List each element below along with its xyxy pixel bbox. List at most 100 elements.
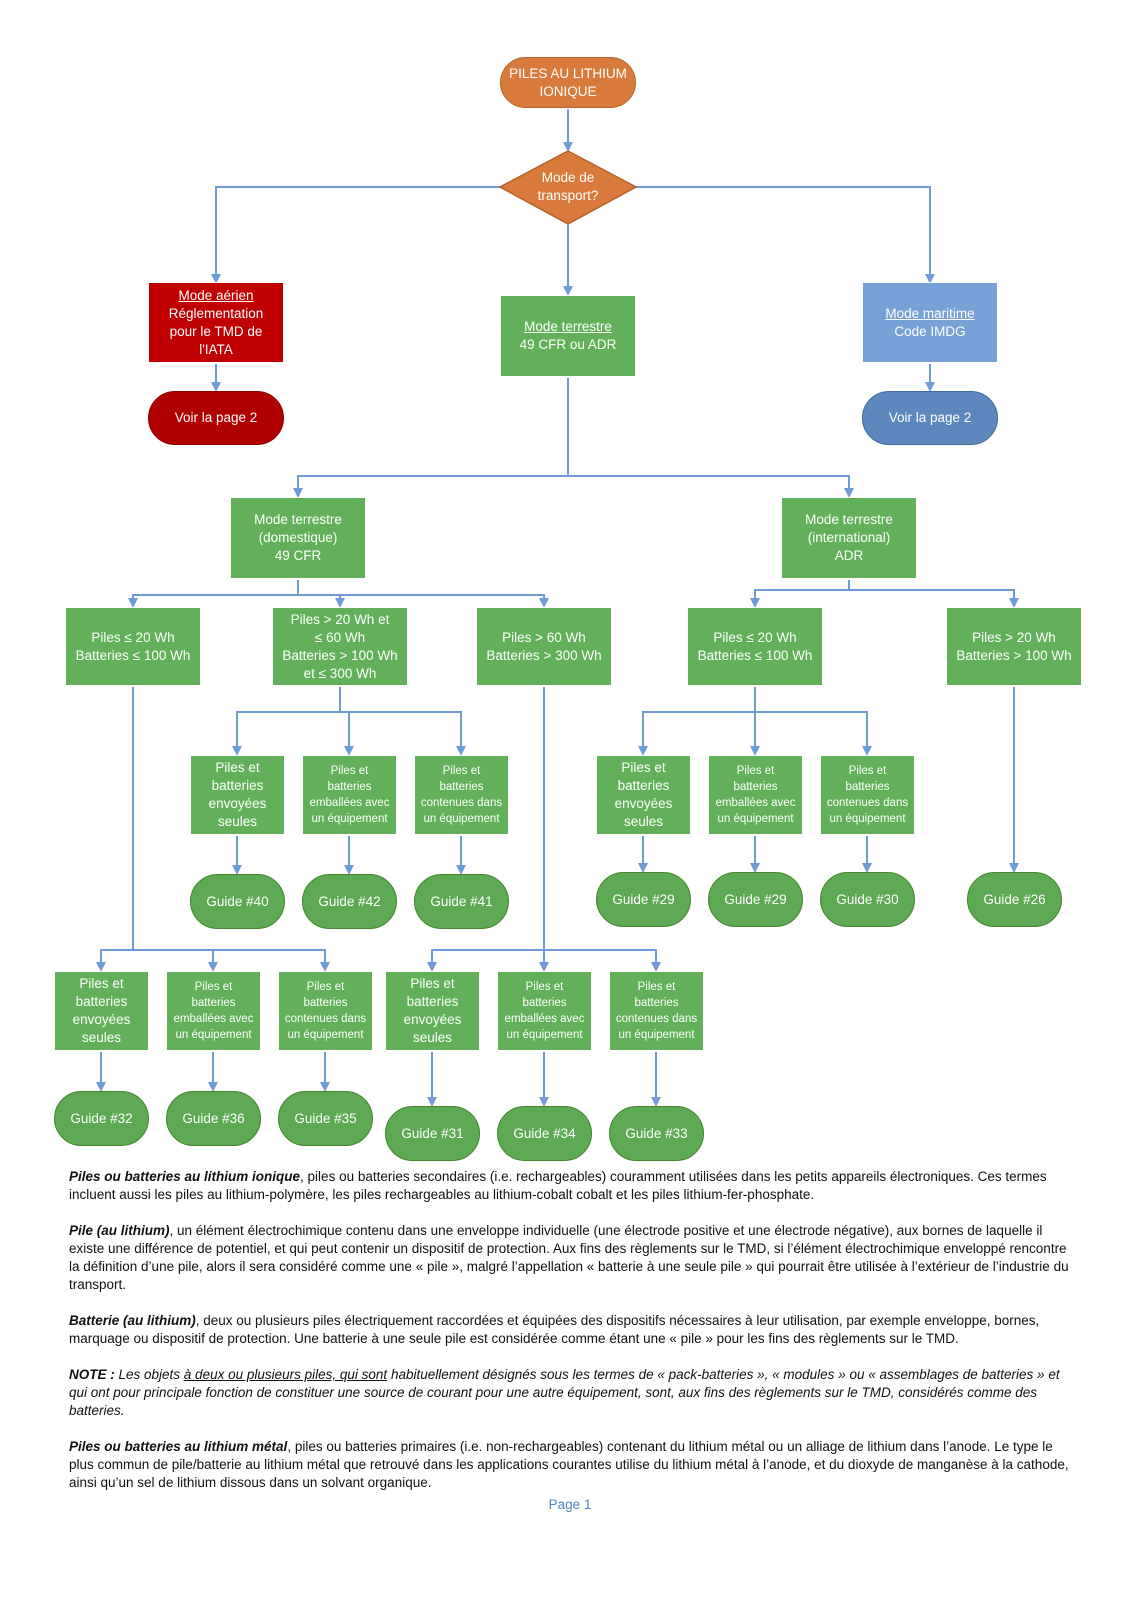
air-mode-link[interactable]: Voir la page 2 (148, 391, 284, 445)
packing-alone-label: Piles et batteries envoyées seules (208, 760, 267, 829)
definition-term: Piles ou batteries au lithium métal (69, 1439, 288, 1454)
definition-text: , un élément électrochimique contenu dan… (69, 1223, 1069, 1292)
note-underlined-text: à deux ou plusieurs piles, qui sont (183, 1367, 388, 1382)
definition-term: Piles ou batteries au lithium ionique (69, 1169, 301, 1184)
packing-contained-node: Piles et batteries contenues dans un équ… (278, 971, 373, 1051)
sea-mode-link-label: Voir la page 2 (888, 410, 972, 425)
domestic-medium-node: Piles > 20 Wh et ≤ 60 Wh Batteries > 100… (272, 607, 408, 686)
packing-alone-label: Piles et batteries envoyées seules (614, 760, 673, 829)
guide-26-label: Guide #26 (983, 891, 1046, 907)
connector (349, 711, 466, 756)
connector (211, 186, 500, 284)
note-text: Les objets (114, 1367, 184, 1382)
connector (232, 687, 341, 756)
domestic-small-label: Piles ≤ 20 Wh Batteries ≤ 100 Wh (75, 629, 191, 663)
guide-40-node[interactable]: Guide #40 (190, 874, 285, 929)
guide-35-node[interactable]: Guide #35 (278, 1091, 373, 1146)
note-label: NOTE : (69, 1367, 115, 1382)
guide-29-label: Guide #29 (724, 891, 787, 907)
guide-41-label: Guide #41 (430, 893, 493, 909)
connector (128, 580, 299, 608)
connector (427, 687, 545, 972)
connector (298, 594, 345, 608)
international-small-label: Piles ≤ 20 Wh Batteries ≤ 100 Wh (697, 629, 813, 663)
land-mode-node: Mode terrestre 49 CFR ou ADR (500, 295, 636, 377)
guide-26-node[interactable]: Guide #26 (967, 872, 1062, 927)
packing-with-equipment-label: Piles et batteries emballées avec un équ… (173, 981, 254, 1041)
guide-31-label: Guide #31 (401, 1125, 464, 1141)
definition-term: Pile (au lithium) (69, 1223, 170, 1238)
packing-contained-label: Piles et batteries contenues dans un équ… (615, 981, 698, 1041)
decision-node: Mode de transport? (510, 165, 626, 209)
guide-30-node[interactable]: Guide #30 (820, 872, 915, 927)
packing-alone-label: Piles et batteries envoyées seules (72, 976, 131, 1045)
guide-42-label: Guide #42 (318, 893, 381, 909)
guide-31-node[interactable]: Guide #31 (385, 1106, 480, 1161)
guide-33-label: Guide #33 (625, 1125, 688, 1141)
land-international-node: Mode terrestre (international) ADR (781, 497, 917, 579)
definition-text: , piles ou batteries secondaires (i.e. r… (69, 1169, 1047, 1202)
connector (568, 475, 854, 498)
guide-42-node[interactable]: Guide #42 (302, 874, 397, 929)
domestic-small-node: Piles ≤ 20 Wh Batteries ≤ 100 Wh (65, 607, 201, 686)
note-text: habituellement désignés sous les termes … (69, 1367, 1060, 1418)
international-small-node: Piles ≤ 20 Wh Batteries ≤ 100 Wh (687, 607, 823, 686)
definition-text: , piles ou batteries primaires (i.e. non… (69, 1439, 1069, 1490)
international-large-node: Piles > 20 Wh Batteries > 100 Wh (946, 607, 1082, 686)
flowchart-connectors (96, 109, 1019, 1107)
definition-li-metal: Piles ou batteries au lithium métal, pil… (69, 1438, 1071, 1492)
packing-contained-label: Piles et batteries contenues dans un équ… (284, 981, 367, 1041)
guide-36-node[interactable]: Guide #36 (166, 1091, 261, 1146)
guide-33-node[interactable]: Guide #33 (609, 1106, 704, 1161)
definition-note: NOTE : Les objets à deux ou plusieurs pi… (69, 1366, 1071, 1420)
packing-contained-node: Piles et batteries contenues dans un équ… (609, 971, 704, 1051)
guide-34-label: Guide #34 (513, 1125, 576, 1141)
packing-with-equipment-node: Piles et batteries emballées avec un équ… (302, 755, 397, 835)
decision-label: Mode de transport? (537, 170, 599, 203)
guide-29-label: Guide #29 (612, 891, 675, 907)
packing-contained-node: Piles et batteries contenues dans un équ… (414, 755, 509, 835)
packing-contained-label: Piles et batteries contenues dans un équ… (826, 765, 909, 825)
connector (750, 580, 850, 608)
packing-alone-node: Piles et batteries envoyées seules (54, 971, 149, 1051)
guide-30-label: Guide #30 (836, 891, 899, 907)
guide-36-label: Guide #36 (182, 1110, 245, 1126)
land-mode-title: Mode terrestre (524, 319, 612, 334)
definition-term: Batterie (au lithium) (69, 1313, 196, 1328)
connector (340, 711, 354, 756)
packing-contained-node: Piles et batteries contenues dans un équ… (820, 755, 915, 835)
root-node: PILES AU LITHIUM IONIQUE (500, 57, 636, 108)
connector (544, 949, 661, 972)
packing-alone-node: Piles et batteries envoyées seules (596, 755, 691, 835)
air-mode-body: Réglementation pour le TMD de l'IATA (168, 305, 264, 357)
definition-battery: Batterie (au lithium), deux ou plusieurs… (69, 1312, 1071, 1348)
sea-mode-link[interactable]: Voir la page 2 (862, 391, 998, 445)
sea-mode-node: Mode maritime Code IMDG (862, 282, 998, 363)
land-international-label: Mode terrestre (international) ADR (805, 512, 893, 563)
domestic-large-node: Piles > 60 Wh Batteries > 300 Wh (476, 607, 612, 686)
guide-41-node[interactable]: Guide #41 (414, 874, 509, 929)
sea-mode-body: Code IMDG (894, 323, 966, 339)
definition-li-ion: Piles ou batteries au lithium ionique, p… (69, 1168, 1071, 1204)
packing-with-equipment-label: Piles et batteries emballées avec un équ… (504, 981, 585, 1041)
guide-29-node[interactable]: Guide #29 (708, 872, 803, 927)
transport-mode-decision-shape (498, 150, 638, 225)
packing-alone-node: Piles et batteries envoyées seules (385, 971, 480, 1051)
domestic-medium-label: Piles > 20 Wh et ≤ 60 Wh Batteries > 100… (282, 611, 398, 681)
domestic-large-label: Piles > 60 Wh Batteries > 300 Wh (486, 629, 602, 663)
guide-34-node[interactable]: Guide #34 (497, 1106, 592, 1161)
connector (213, 949, 330, 972)
guide-32-node[interactable]: Guide #32 (54, 1091, 149, 1146)
connector (133, 949, 218, 972)
packing-contained-label: Piles et batteries contenues dans un équ… (420, 765, 503, 825)
connector (96, 687, 134, 972)
connector (293, 378, 569, 498)
guide-29-node[interactable]: Guide #29 (596, 872, 691, 927)
land-domestic-label: Mode terrestre (domestique) 49 CFR (254, 512, 342, 563)
international-large-label: Piles > 20 Wh Batteries > 100 Wh (956, 629, 1072, 663)
definitions-section: Piles ou batteries au lithium ionique, p… (69, 1168, 1071, 1510)
connector (638, 687, 756, 756)
packing-with-equipment-label: Piles et batteries emballées avec un équ… (715, 765, 796, 825)
packing-with-equipment-node: Piles et batteries emballées avec un équ… (708, 755, 803, 835)
guide-35-label: Guide #35 (294, 1110, 357, 1126)
